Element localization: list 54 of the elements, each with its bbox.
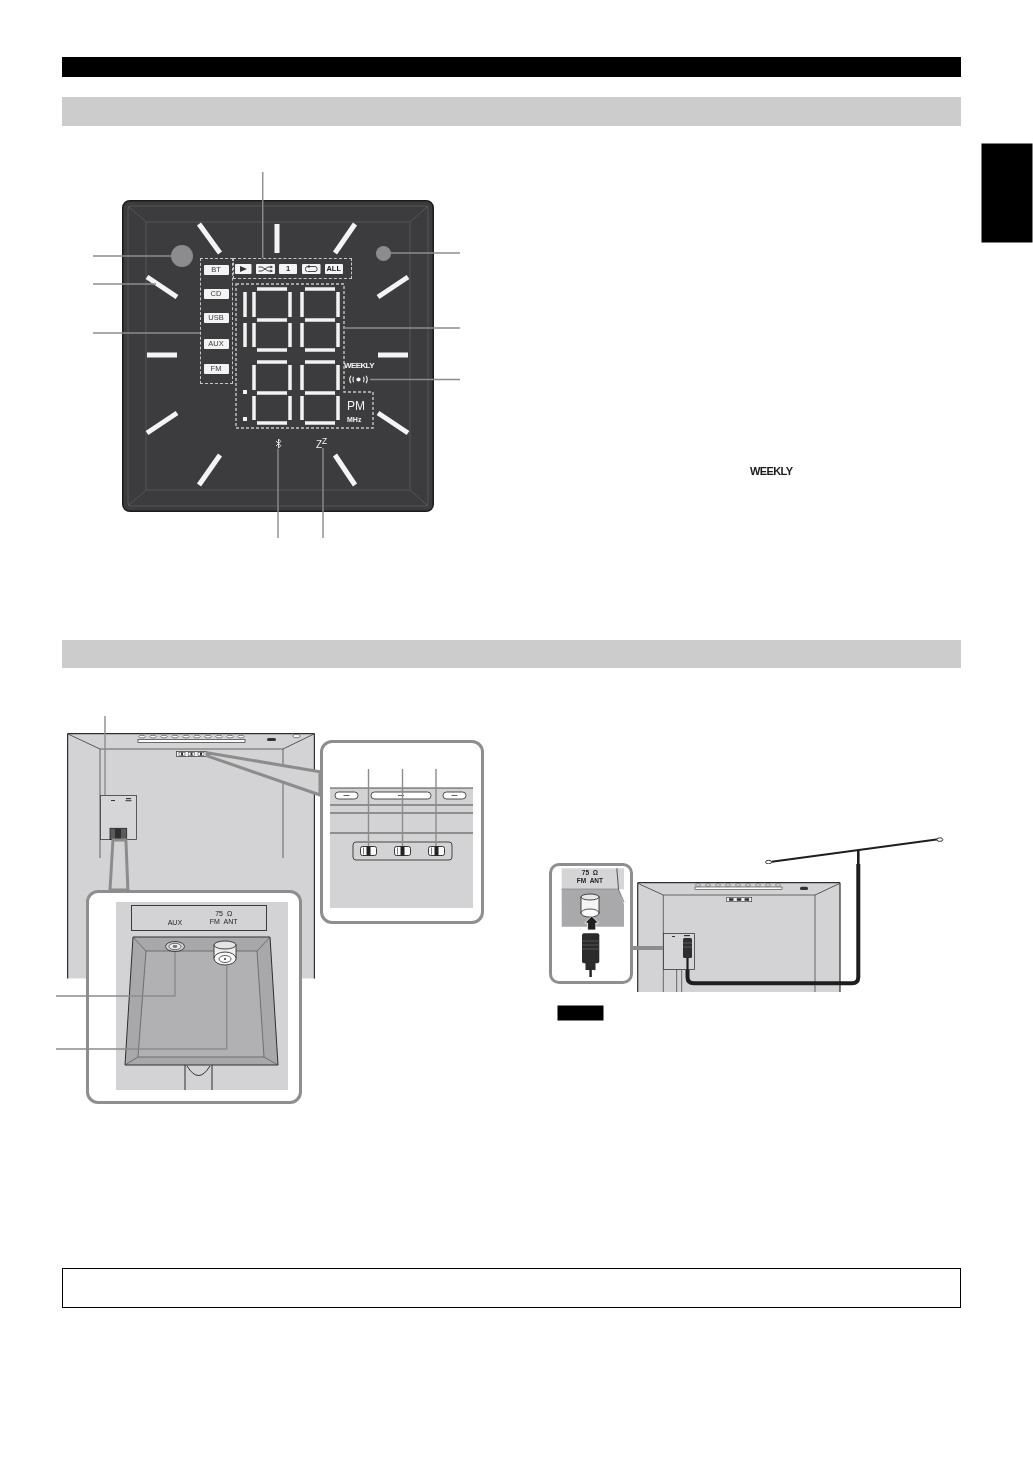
leader-line [92, 332, 201, 334]
leader-line [92, 255, 172, 257]
leader-line [104, 715, 106, 796]
zoom-wedge [205, 751, 322, 797]
page-tab [981, 143, 1033, 243]
shuffle-icon [255, 263, 275, 274]
leader-line [277, 447, 279, 539]
slide-switch-icon [427, 846, 445, 856]
zoom-inset [549, 863, 633, 984]
indicator-label: WEEKLY [344, 361, 374, 370]
switch-strip [176, 751, 207, 757]
antenna-wire [765, 836, 944, 864]
play-icon [235, 263, 252, 274]
zoom-inset [320, 740, 484, 924]
leader-line [343, 327, 461, 329]
bluetooth-icon [274, 437, 282, 449]
leader-line [435, 768, 437, 847]
dot-icon [171, 245, 193, 267]
leader-line [55, 951, 176, 997]
connector-icon [212, 940, 238, 966]
heading-bar [62, 57, 961, 77]
display-panel [122, 200, 434, 512]
leader-line [262, 171, 264, 259]
slide-switch-icon [360, 846, 377, 856]
jack-panel [100, 795, 137, 840]
leader-line [401, 768, 404, 847]
jack-panel [663, 933, 695, 970]
section-heading-bar [62, 97, 961, 126]
indicator-group [233, 258, 352, 279]
slide-switch-icon [394, 846, 411, 856]
repeat-icon [302, 263, 321, 274]
rear-view-illustration [637, 882, 841, 992]
leader-line [369, 378, 461, 381]
inline-term: WEEKLY [750, 465, 793, 478]
tick-mark-icon [145, 275, 179, 299]
note-tag [557, 1005, 604, 1021]
leader-line [390, 252, 461, 254]
signal-icon [347, 375, 370, 384]
digit-display [235, 283, 374, 429]
section-heading-bar [62, 640, 961, 668]
socket-icon [165, 941, 185, 952]
leader-line [322, 447, 324, 539]
terminal-plate [131, 905, 267, 931]
empty-frame [62, 1268, 961, 1308]
zoom-wedge [108, 838, 130, 892]
leader-line [55, 965, 228, 1050]
dot-icon [376, 245, 391, 261]
indicator-group [200, 258, 233, 384]
callout-line [633, 946, 663, 950]
antenna-cable [685, 864, 861, 986]
sleep-symbol: Z$^{Z}$ [315, 434, 331, 448]
leader-line [367, 768, 370, 847]
leader-line [92, 283, 157, 285]
pm-indicator: PM [347, 400, 365, 412]
